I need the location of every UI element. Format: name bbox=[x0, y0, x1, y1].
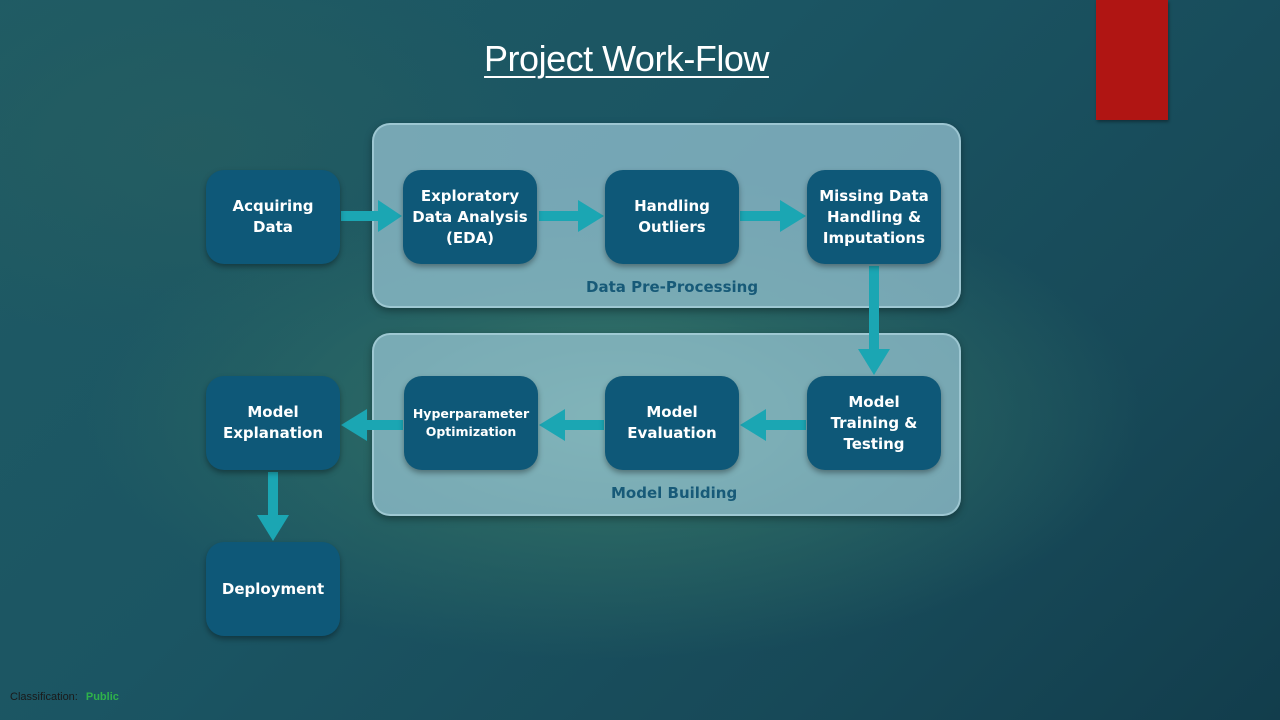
node-model-explanation: Model Explanation bbox=[206, 376, 340, 470]
slide-title: Project Work-Flow bbox=[484, 38, 769, 79]
classification-value: Public bbox=[85, 691, 119, 703]
arrow-explanation-to-deployment bbox=[257, 472, 289, 541]
preprocessing-label: Data Pre-Processing bbox=[586, 278, 759, 296]
node-acquiring-data: Acquiring Data bbox=[206, 170, 340, 264]
model-building-label: Model Building bbox=[611, 484, 738, 502]
node-model-training: Model Training & Testing bbox=[807, 376, 941, 470]
red-accent-tab bbox=[1096, 0, 1168, 120]
node-model-evaluation: Model Evaluation bbox=[605, 376, 739, 470]
classification-footer: Classification: Public bbox=[10, 691, 119, 703]
node-hyperparameter-optimization: Hyperparameter Optimization bbox=[404, 376, 538, 470]
node-handling-outliers: Handling Outliers bbox=[605, 170, 739, 264]
node-deployment: Deployment bbox=[206, 542, 340, 636]
node-eda: Exploratory Data Analysis (EDA) bbox=[403, 170, 537, 264]
classification-label: Classification: bbox=[10, 691, 78, 703]
node-missing-data: Missing Data Handling & Imputations bbox=[807, 170, 941, 264]
